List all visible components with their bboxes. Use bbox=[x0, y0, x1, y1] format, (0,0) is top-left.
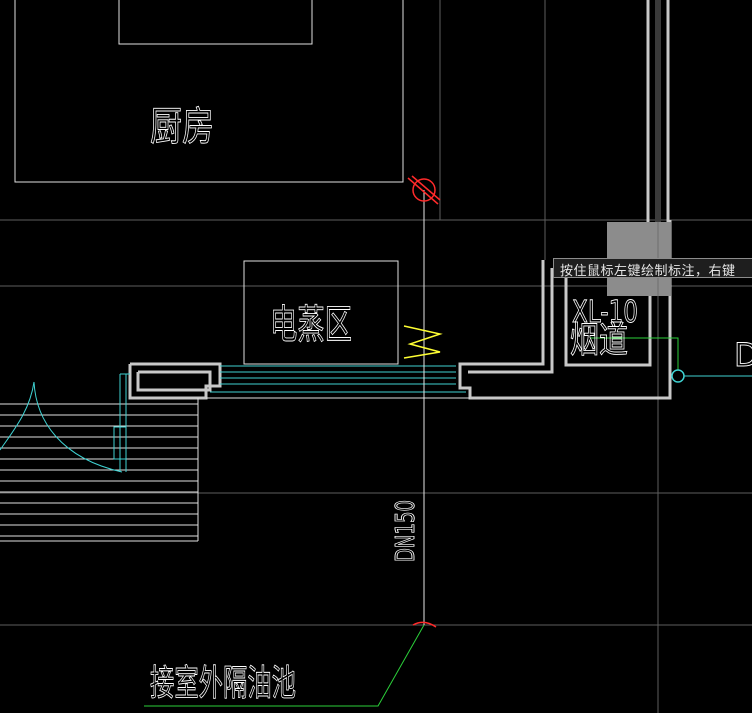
steam-area-label: 电蒸区 bbox=[270, 302, 352, 348]
wall-outline bbox=[128, 220, 672, 400]
pipe-size-label: DN150 bbox=[391, 500, 421, 562]
kitchen-label: 厨房 bbox=[150, 104, 214, 150]
command-tooltip-text: 按住鼠标左键绘制标注，右键 bbox=[560, 264, 736, 279]
floor-drain-symbol bbox=[407, 175, 441, 205]
window-opening bbox=[210, 365, 466, 393]
flex-connector-symbol bbox=[403, 325, 443, 359]
flue-label: 烟道 bbox=[570, 320, 628, 361]
steam-area-box bbox=[243, 260, 399, 365]
riser-leader-line bbox=[590, 337, 679, 376]
outlet-leader-line bbox=[144, 624, 425, 707]
edge-label: D bbox=[734, 336, 752, 374]
riser-pipe-circle bbox=[671, 369, 685, 383]
stair-lines bbox=[0, 398, 199, 542]
door-swing bbox=[0, 373, 130, 473]
pipe-end-bend bbox=[412, 621, 437, 628]
wall-right-vertical bbox=[646, 0, 670, 222]
kitchen-room bbox=[14, 0, 404, 183]
outlet-note-label: 接室外隔油池 bbox=[150, 663, 296, 704]
command-tooltip: 按住鼠标左键绘制标注，右键 bbox=[553, 258, 752, 279]
riser-label: XL-10 bbox=[572, 295, 638, 330]
